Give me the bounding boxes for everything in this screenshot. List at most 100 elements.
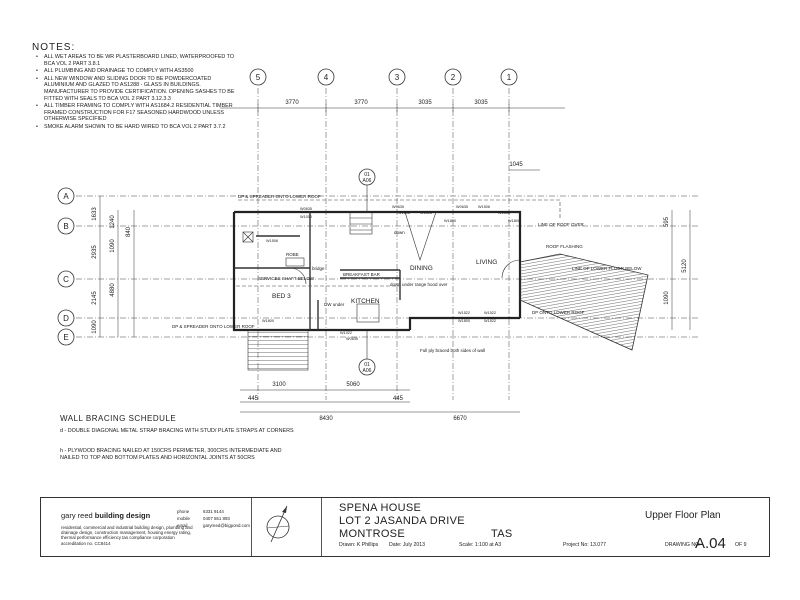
dim-label: 4880 (110, 283, 116, 297)
section-label: A06 (363, 178, 372, 184)
window-label: W1522 (484, 319, 496, 323)
north-arrow-icon (266, 505, 290, 543)
grid-label: C (63, 275, 69, 284)
drawing-date: Date: July 2013 (389, 542, 426, 548)
grid-label: E (63, 333, 68, 342)
window-label: W0635 (392, 205, 404, 209)
grid-bubble-a (57, 187, 75, 205)
dim-label: 6670 (453, 416, 467, 422)
annotation-dp-right: DP ONTO LOWER ROOF (532, 310, 585, 315)
firm-name: gary reed building design (61, 511, 150, 520)
drawn-by: Drawn: K Phillips (339, 542, 379, 548)
dim-label: 3035 (474, 100, 488, 106)
title-block: gary reed building design residential, c… (40, 497, 770, 557)
annotation-dp-top: DP & SPREADER ONTO LOWER ROOF (238, 194, 321, 199)
dim-label: 595 (664, 216, 670, 227)
section-label: 01 (364, 172, 370, 178)
window-label: W1800 (444, 219, 456, 223)
dim-label: 1633 (92, 207, 98, 221)
notes-list: ALL WET AREAS TO BE WR PLASTERBOARD LINE… (36, 54, 236, 132)
grid-label: A (63, 192, 69, 201)
window-label: W1000 (300, 215, 312, 219)
contact-label: email (177, 523, 188, 528)
contact-value: 0407 551 893 (203, 516, 230, 521)
window-label: W1506 (498, 211, 510, 215)
annotation-dp-bottom: DP & SPREADER ONTO LOWER ROOF (172, 324, 255, 329)
firm-suffix: building design (94, 511, 151, 520)
drawing-number: A.04 (695, 535, 726, 552)
dim-label: 5120 (682, 259, 688, 273)
sink (356, 303, 380, 323)
window-label: W1022 (340, 331, 352, 335)
annotation-ply: Full ply braced both sides of wall (420, 348, 485, 353)
stair-void (404, 211, 437, 261)
grid-bubble-d (57, 309, 75, 327)
project-address: LOT 2 JASANDA DRIVE (339, 515, 465, 527)
grid-bubble-c (57, 270, 75, 288)
contact-value: 6331 9144 (203, 509, 224, 514)
contact-value: garyreed@bigpond.com (203, 523, 250, 528)
dim-label: 2145 (92, 291, 98, 305)
annotation-dw: DW under (324, 302, 345, 307)
wall-west-south (232, 212, 410, 332)
note-item: ALL NEW WINDOW AND SLIDING DOOR TO BE PO… (36, 76, 236, 102)
room-label-kitchen: KITCHEN (351, 298, 380, 305)
room-label-dining: DINING (410, 265, 433, 272)
door-swing (289, 267, 307, 285)
window-label: W1800 (508, 219, 520, 223)
note-item: ALL PLUMBING AND DRAINAGE TO COMPLY WITH… (36, 68, 236, 75)
roof-line-over (238, 199, 561, 220)
window-label: W1506 (420, 211, 432, 215)
annotation-roof-over: LINE OF ROOF OVER (538, 222, 585, 227)
grid-bubble-e (57, 328, 75, 346)
dim-label: 840 (126, 226, 132, 237)
window-label: W1800 (458, 319, 470, 323)
section-label: A06 (363, 368, 372, 374)
note-item: ALL WET AREAS TO BE WR PLASTERBOARD LINE… (36, 54, 236, 67)
door-swing (501, 259, 521, 279)
services-shaft (242, 231, 254, 243)
firm-contact-values: 6331 9144 0407 551 893 garyreed@bigpond.… (203, 508, 250, 529)
contact-label: phone (177, 509, 190, 514)
window-label: W1506 (266, 239, 278, 243)
annotation-door-note: down under range hood over (390, 282, 448, 287)
window-label: W1800 (262, 319, 274, 323)
grid-label: 4 (324, 73, 329, 82)
lower-roof-hatch-left (247, 329, 309, 371)
annotation-services: SERVICES SHAFT BELOW (258, 276, 315, 281)
dim-label: 2935 (92, 245, 98, 259)
sheet-title: Upper Floor Plan (645, 510, 721, 521)
stair (349, 211, 373, 235)
grid-bubble-4 (317, 68, 335, 86)
window-label: W1522 (484, 311, 496, 315)
room-label-down: down (394, 230, 405, 235)
grid-label: 5 (256, 73, 261, 82)
annotation-lower-roof: LINE OF LOWER FLOOR BELOW (572, 266, 642, 271)
dim-label: 445 (393, 396, 404, 402)
title-block-firm: gary reed building design residential, c… (41, 498, 252, 556)
firm-contact: phone mobile email (177, 508, 190, 529)
grid-label: D (63, 314, 69, 323)
robe-rail (285, 257, 305, 267)
dim-label: 5060 (346, 382, 360, 388)
dim-label: 445 (248, 396, 259, 402)
wall-bracing-title: WALL BRACING SCHEDULE (60, 414, 177, 423)
dim-label: 1045 (509, 162, 523, 168)
grid-label: B (63, 222, 68, 231)
room-label-bridge: bridge (312, 266, 325, 271)
window-label: W1506 (478, 205, 490, 209)
grid-label: 2 (451, 73, 456, 82)
wall-bracing-item-d: d - DOUBLE DIAGONAL METAL STRAP BRACING … (60, 428, 294, 434)
dim-label: 3770 (285, 100, 299, 106)
room-label-bar: BREAKFAST BAR (343, 272, 381, 277)
dim-label: 1090 (92, 320, 98, 334)
dim-label: 3100 (272, 382, 286, 388)
window-label: W0635 (346, 337, 358, 341)
grid-label: 1 (507, 73, 512, 82)
window-label: W1506 (398, 211, 410, 215)
grid-bubble-b (57, 217, 75, 235)
note-item: SMOKE ALARM SHOWN TO BE HARD WIRED TO BC… (36, 124, 236, 131)
wall-bracing-item-h: h - PLYWOOD BRACING NAILED AT 150CRS PER… (60, 448, 282, 461)
grid-bubble-3 (388, 68, 406, 86)
